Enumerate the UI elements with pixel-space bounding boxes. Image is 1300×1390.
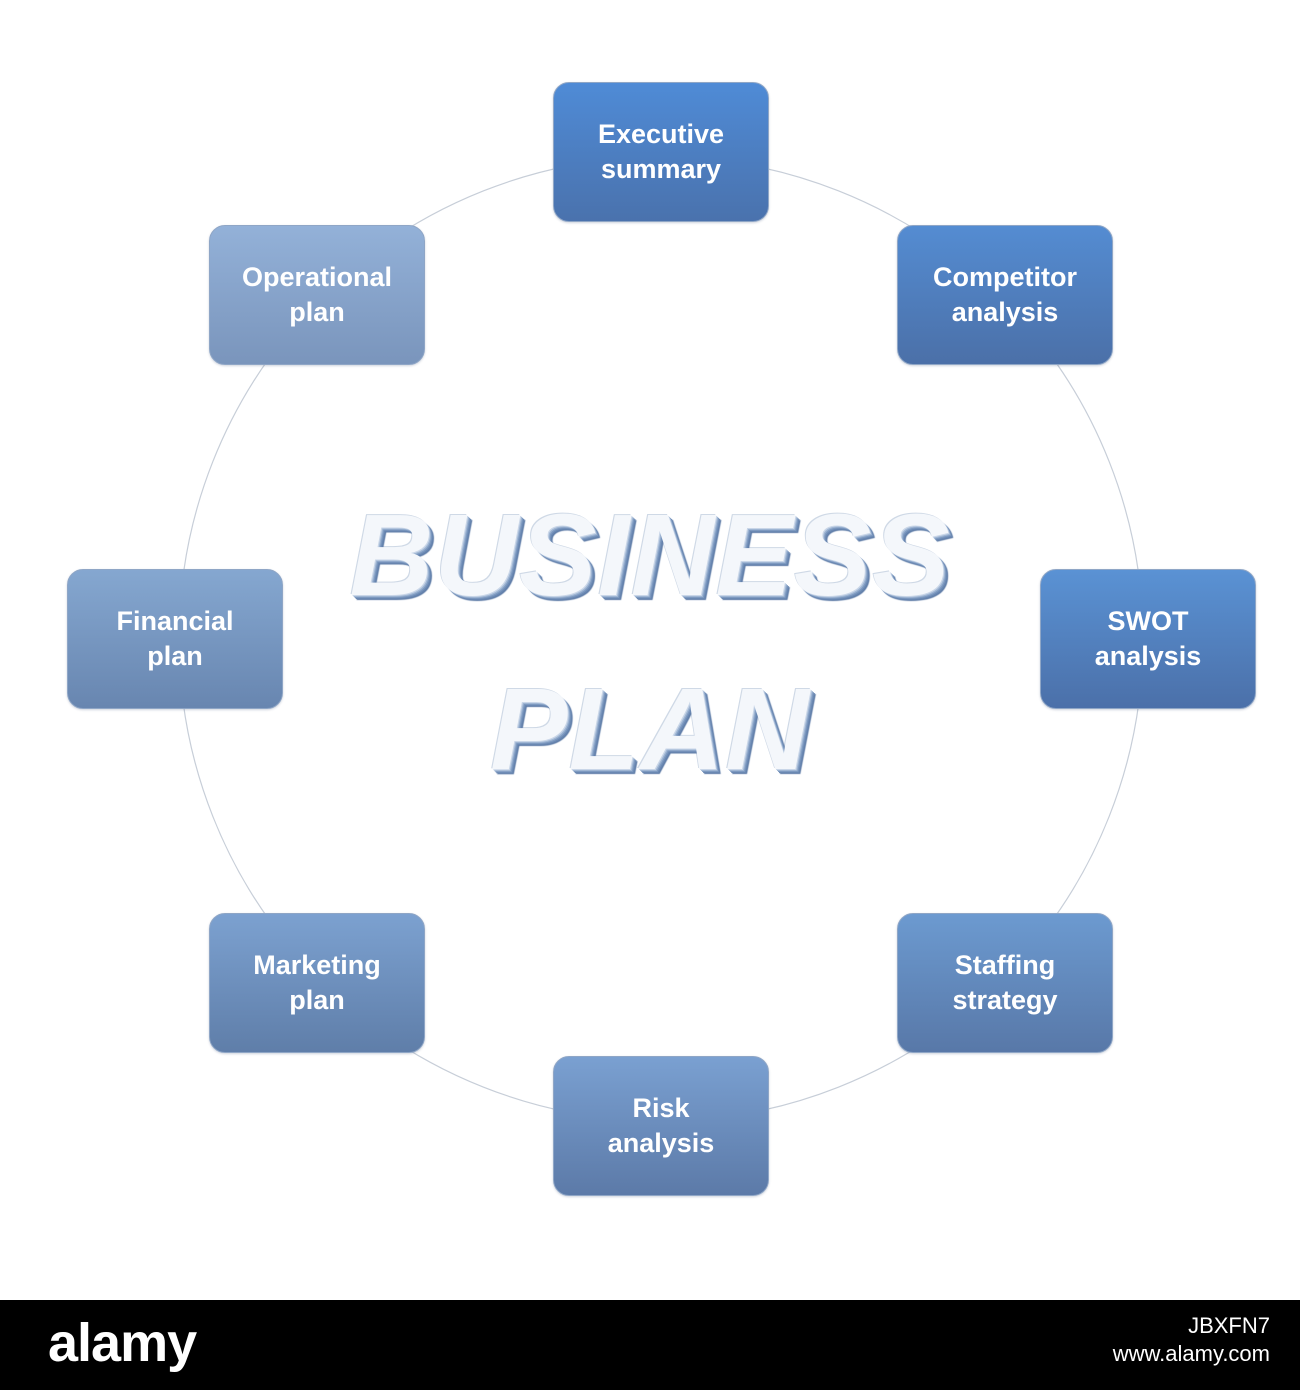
node-operational-plan: Operational plan [209,225,425,365]
node-executive-summary: Executive summary [553,82,769,222]
stock-image-info: JBXFN7 www.alamy.com [1113,1312,1270,1368]
watermark-footer: alamy JBXFN7 www.alamy.com [0,1300,1300,1390]
alamy-logo: alamy [48,1313,197,1373]
diagram-canvas: Executive summary Competitor analysis SW… [67,82,1256,1196]
node-risk-analysis: Risk analysis [553,1056,769,1196]
headline-business: BUSINESS [349,490,951,620]
stock-image-id: JBXFN7 [1188,1313,1270,1338]
headline-plan: PLAN [490,664,810,794]
node-financial-plan: Financial plan [67,569,283,709]
node-swot-analysis: SWOT analysis [1040,569,1256,709]
node-competitor-analysis: Competitor analysis [897,225,1113,365]
node-marketing-plan: Marketing plan [209,913,425,1053]
stock-site-url: www.alamy.com [1112,1341,1270,1366]
node-staffing-strategy: Staffing strategy [897,913,1113,1053]
